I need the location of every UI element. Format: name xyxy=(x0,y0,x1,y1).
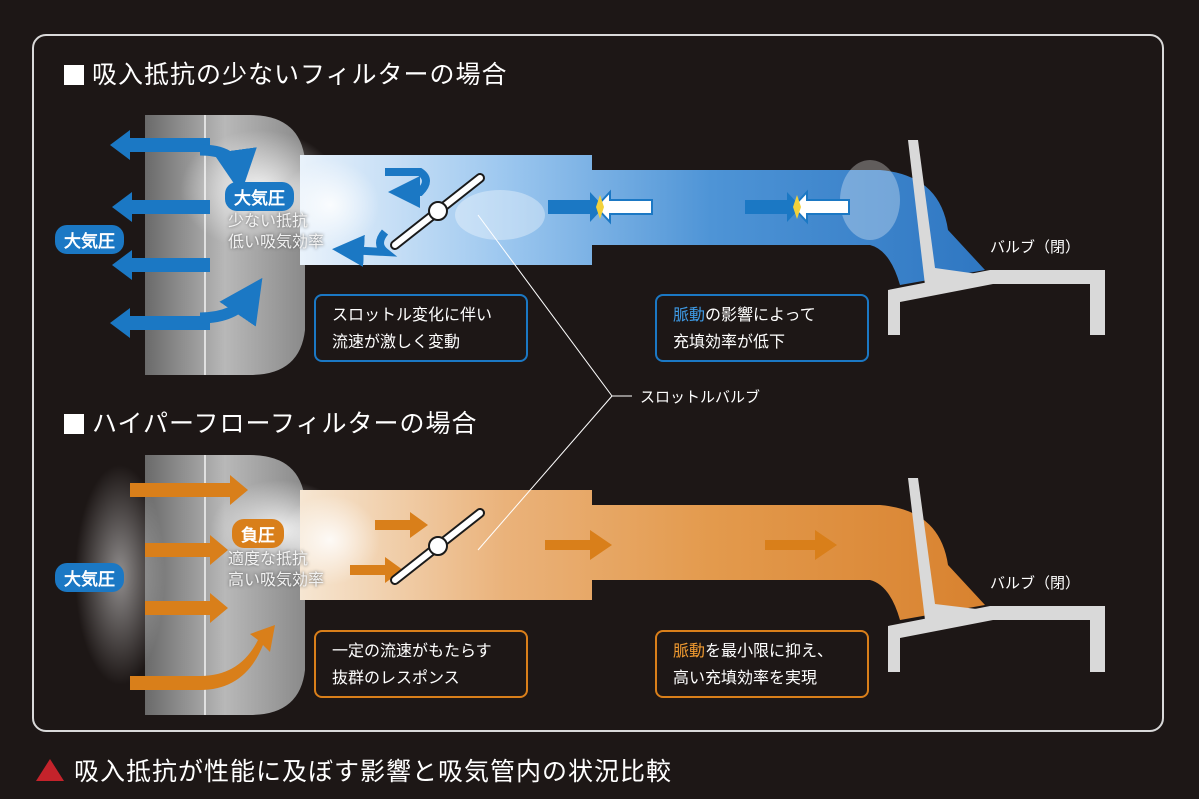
top-note-left: スロットル変化に伴い 流速が激しく変動 xyxy=(314,294,528,362)
top-throttle-plate xyxy=(390,173,485,250)
square-bullet-icon xyxy=(64,65,84,85)
square-bullet-icon xyxy=(64,414,84,434)
top-outside-pressure-badge: 大気圧 xyxy=(55,225,124,254)
top-valve xyxy=(888,140,1105,335)
triangle-marker-icon xyxy=(36,759,64,781)
top-pulsation-arrows xyxy=(548,189,850,225)
top-valve-label: バルブ（閉） xyxy=(990,238,1081,256)
top-outside-arrows xyxy=(110,130,210,338)
top-heading: 吸入抵抗の少ないフィルターの場合 xyxy=(64,55,508,91)
bottom-inner-pressure-badge: 負圧 xyxy=(232,519,284,548)
diagram-frame xyxy=(32,34,1164,732)
throttle-valve-label: スロットルバルブ xyxy=(640,388,761,406)
bottom-outside-arrows xyxy=(130,475,275,690)
bottom-note-right: 脈動を最小限に抑え、 高い充填効率を実現 xyxy=(655,630,869,698)
bottom-flow-arrows xyxy=(350,512,837,583)
bottom-intake-pipe xyxy=(280,490,985,620)
top-turbulence-arrows xyxy=(332,168,430,267)
bottom-throttle-plate xyxy=(390,508,485,585)
bottom-outside-pressure-badge: 大気圧 xyxy=(55,563,124,592)
top-inner-arrows xyxy=(199,144,263,327)
bottom-note-left: 一定の流速がもたらす 抜群のレスポンス xyxy=(314,630,528,698)
bottom-heading: ハイパーフローフィルターの場合 xyxy=(64,404,478,440)
bottom-resistance-text: 適度な抵抗 高い吸気効率 xyxy=(228,549,325,589)
top-inner-pressure-badge: 大気圧 xyxy=(225,182,294,211)
bottom-valve xyxy=(888,478,1105,672)
top-resistance-text: 少ない抵抗 低い吸気効率 xyxy=(228,211,325,251)
figure-caption: 吸入抵抗が性能に及ぼす影響と吸気管内の状況比較 xyxy=(36,752,672,788)
bottom-valve-label: バルブ（閉） xyxy=(990,574,1081,592)
throttle-leader-lines xyxy=(477,214,632,551)
top-note-right: 脈動の影響によって 充填効率が低下 xyxy=(655,294,869,362)
